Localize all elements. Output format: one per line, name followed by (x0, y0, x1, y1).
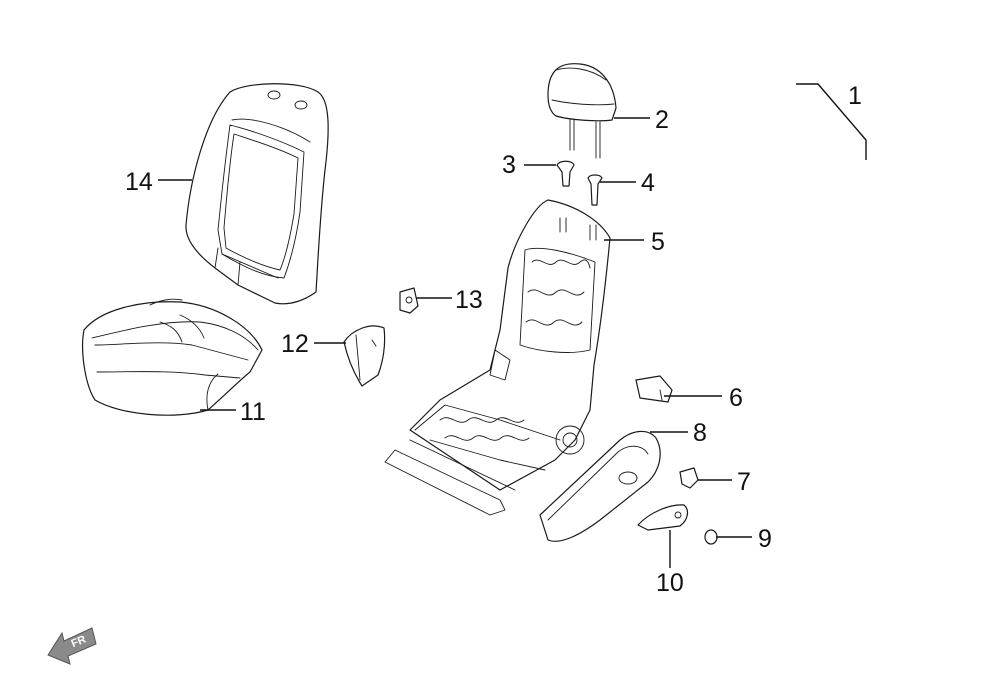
callout-6: 6 (729, 384, 743, 412)
side-cover-left-part (343, 325, 386, 387)
callout-11: 11 (240, 398, 266, 426)
cap-part (704, 529, 718, 545)
front-arrow-label: FR (70, 633, 88, 650)
callout-14: 14 (125, 168, 153, 196)
headrest-guide-left-part (556, 160, 575, 187)
callout-2: 2 (655, 106, 669, 134)
callout-10: 10 (656, 569, 684, 597)
side-shield-part (539, 430, 661, 542)
headrest-part (547, 63, 617, 159)
callout-8: 8 (693, 419, 707, 447)
callout-7: 7 (737, 468, 751, 496)
seat-cushion-cover-part (82, 298, 263, 416)
callout-4: 4 (641, 169, 655, 197)
callout-1: 1 (848, 82, 862, 110)
leader-lines (158, 83, 867, 568)
callout-3: 3 (502, 151, 516, 179)
callout-13: 13 (455, 286, 483, 314)
recline-lever-part (637, 504, 689, 531)
clip-part (679, 467, 699, 489)
recliner-bracket-part (635, 375, 673, 403)
callout-12: 12 (281, 330, 309, 358)
headrest-guide-right-part (587, 174, 603, 206)
small-bracket-part (399, 287, 419, 314)
callout-5: 5 (651, 228, 665, 256)
leader-1 (796, 83, 867, 160)
seat-frame-assembly-part (384, 199, 611, 516)
callout-9: 9 (758, 525, 772, 553)
seatback-cover-part (185, 83, 329, 305)
front-direction-arrow-icon: FR (47, 627, 97, 665)
callout-labels: 1 2 3 4 5 6 7 8 9 10 11 12 13 14 (125, 82, 862, 597)
